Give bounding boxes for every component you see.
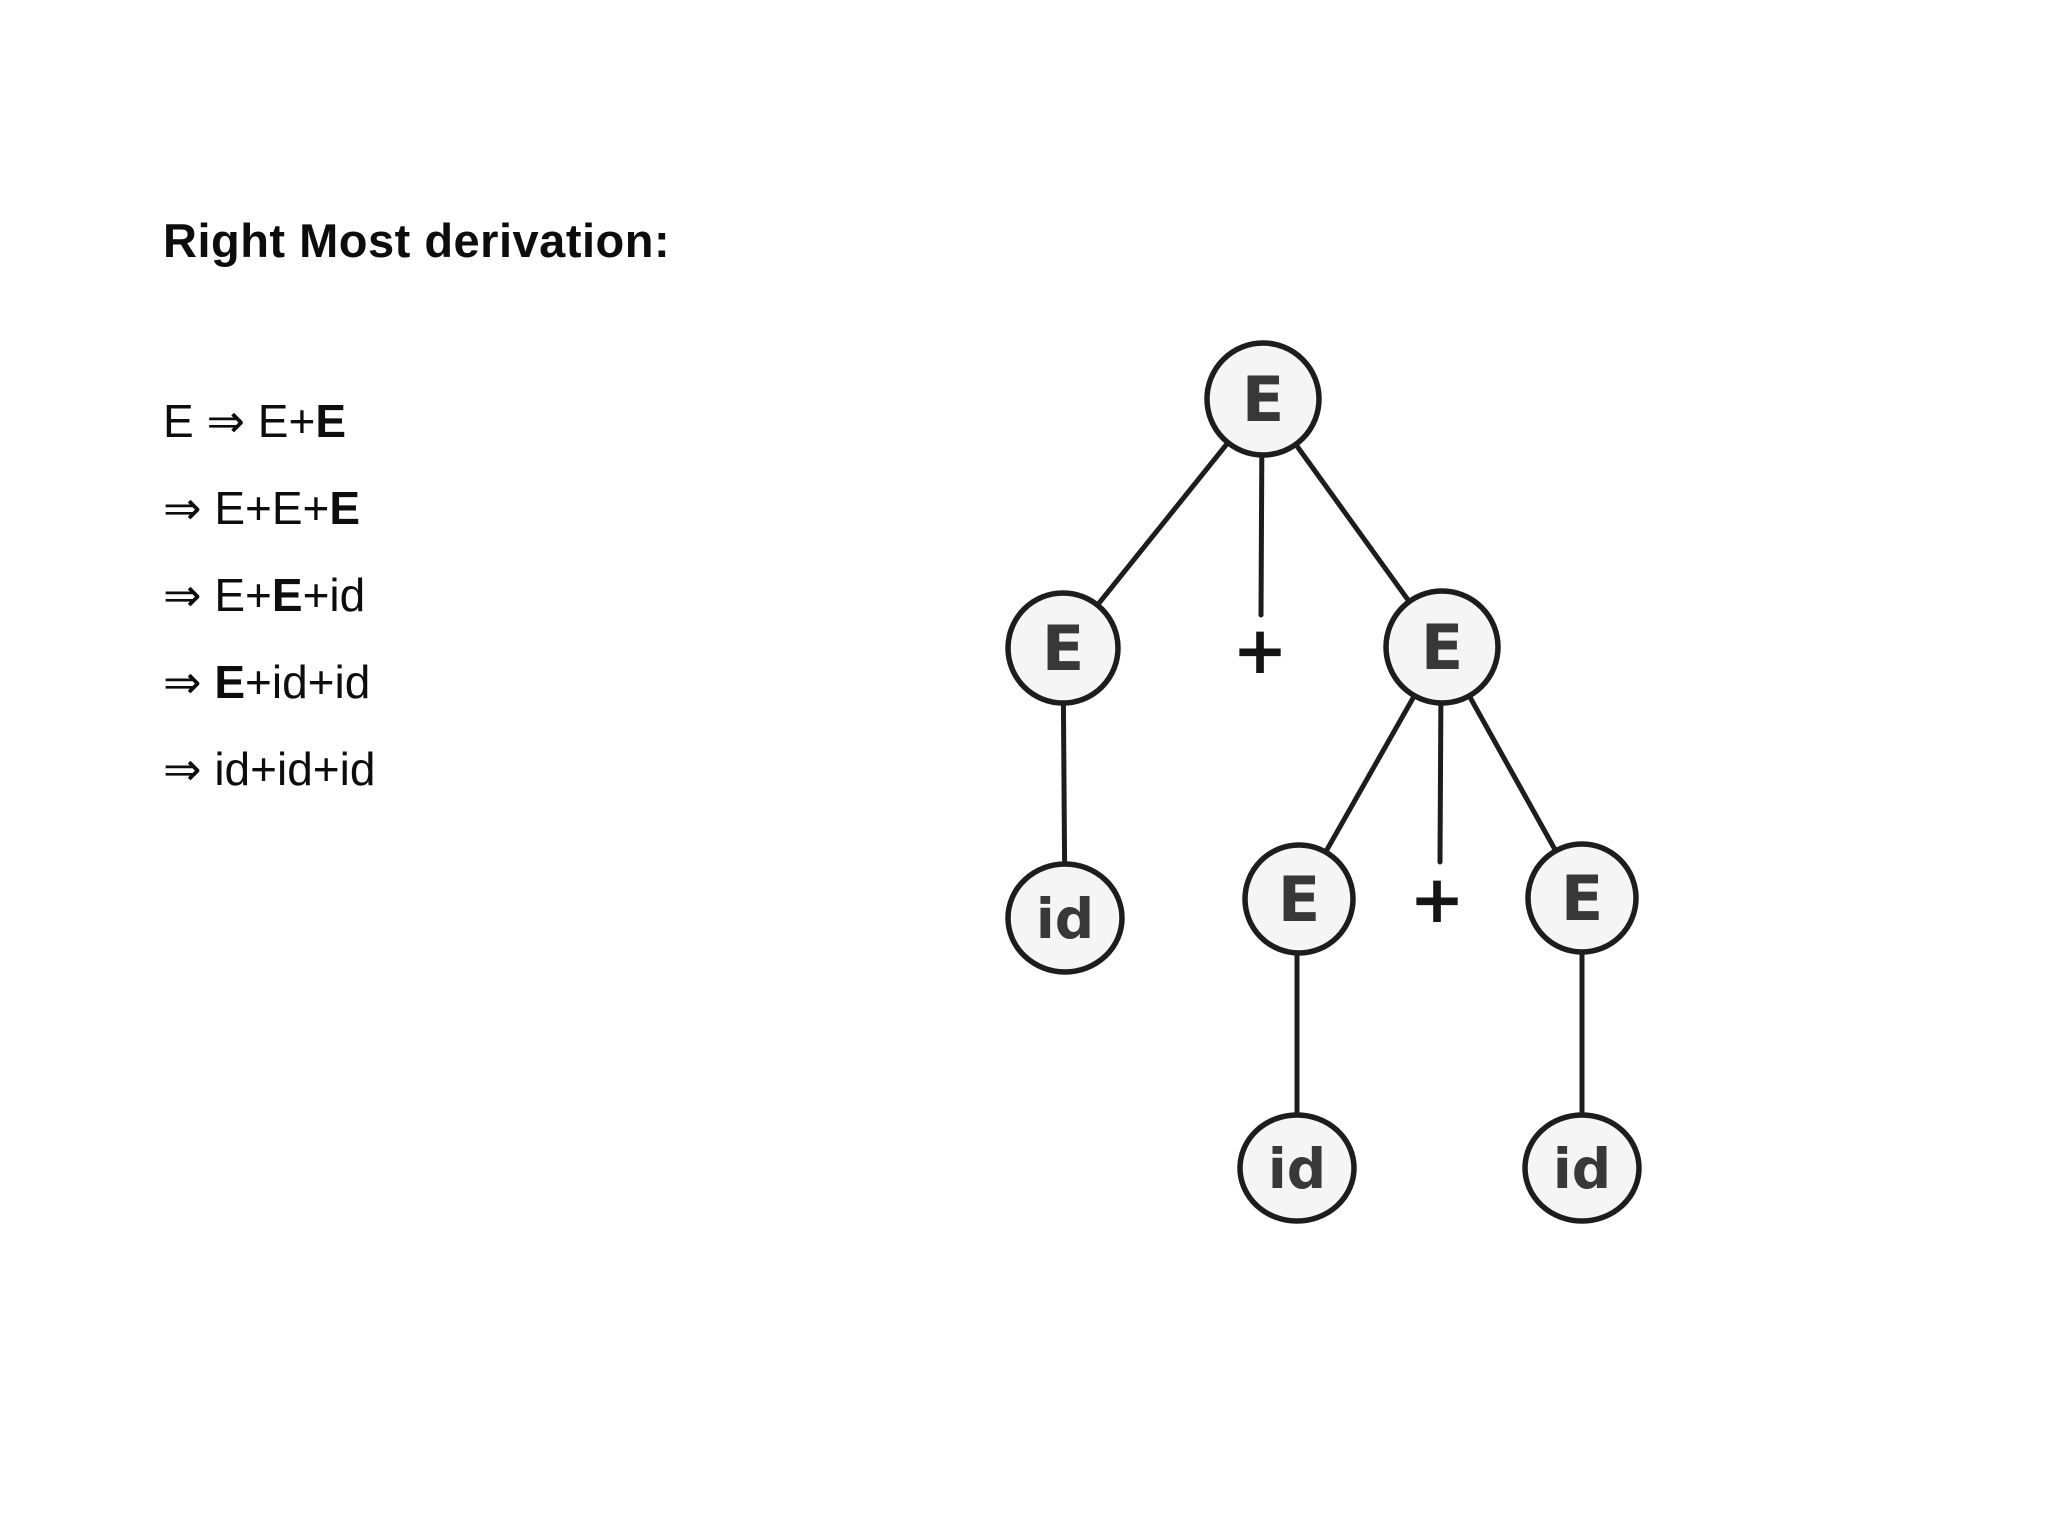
tree-node-circle-root-E bbox=[1204, 340, 1322, 458]
tree-node-label-right-id: id bbox=[1553, 1137, 1611, 1201]
tree-node-circle-mid-E bbox=[1242, 842, 1356, 956]
derivation-line: E ⇒ E+E bbox=[163, 378, 375, 465]
tree-node-label-right2-E: E bbox=[1561, 862, 1603, 935]
derivation-segment: ⇒ bbox=[163, 656, 215, 708]
derivation-segment: +id bbox=[302, 569, 366, 621]
tree-node-circle-right-E bbox=[1383, 588, 1501, 706]
tree-node-label-root-E: E bbox=[1242, 363, 1284, 436]
derivation-segment: +id+id bbox=[245, 656, 371, 708]
derivation-segment-bold: E bbox=[315, 395, 347, 447]
derivation-line: ⇒ E+E+id bbox=[163, 552, 375, 639]
tree-edge bbox=[1437, 677, 1444, 865]
tree-node-label-left-E: E bbox=[1042, 612, 1084, 685]
page-title: Right Most derivation: bbox=[163, 214, 671, 267]
derivation-line: ⇒ E+id+id bbox=[163, 639, 375, 726]
derivation-line: ⇒ E+E+E bbox=[163, 465, 375, 552]
derivation-segment: ⇒ E+E+ bbox=[163, 482, 330, 534]
derivation-segment-bold: E bbox=[271, 569, 303, 621]
derivation-segment-bold: E bbox=[214, 656, 246, 708]
derivation-segment: ⇒ E+ bbox=[163, 569, 272, 621]
tree-node-circle-mid-id bbox=[1237, 1112, 1357, 1224]
derivation-segment-bold: E bbox=[329, 482, 361, 534]
tree-node-label-mid-E: E bbox=[1278, 863, 1320, 936]
derivation-lines: E ⇒ E+E⇒ E+E+E⇒ E+E+id⇒ E+id+id⇒ id+id+i… bbox=[163, 378, 375, 813]
tree-node-circle-left-id bbox=[1005, 861, 1125, 975]
tree-node-circle-right-id bbox=[1522, 1112, 1642, 1224]
derivation-segment: ⇒ id+id+id bbox=[163, 743, 376, 795]
tree-operator-2: + bbox=[1409, 861, 1464, 938]
derivation-line: ⇒ id+id+id bbox=[163, 726, 375, 813]
tree-node-label-left-id: id bbox=[1036, 887, 1094, 951]
tree-node-label-right-E: E bbox=[1421, 611, 1463, 684]
tree-node-circle-left-E bbox=[1005, 590, 1121, 706]
tree-node-label-mid-id: id bbox=[1268, 1137, 1326, 1201]
derivation-segment: E ⇒ E+ bbox=[163, 395, 316, 447]
tree-node-circle-right2-E bbox=[1525, 841, 1639, 955]
tree-operator-1: + bbox=[1232, 612, 1287, 689]
